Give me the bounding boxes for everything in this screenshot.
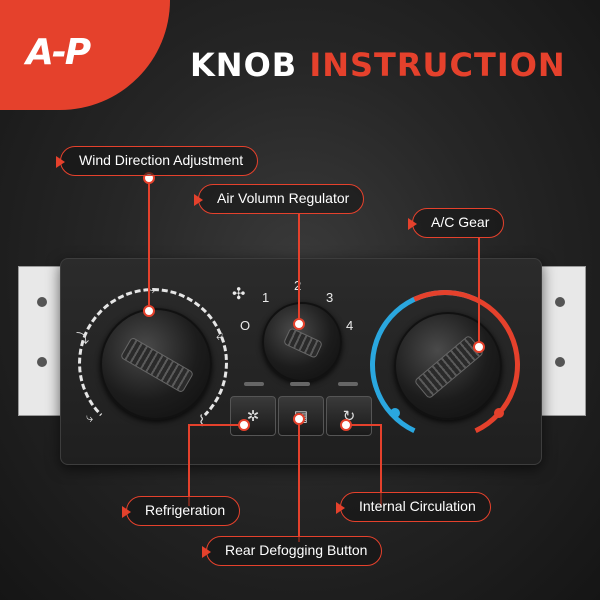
cold-indicator-dot bbox=[390, 408, 400, 418]
fan-speed-1: 1 bbox=[262, 290, 270, 305]
fan-speed-2: 2 bbox=[294, 278, 301, 293]
vent-face-floor-icon: ⤷ bbox=[86, 410, 94, 425]
title-part-instruction: INSTRUCTION bbox=[309, 46, 566, 84]
callout-arrow-icon bbox=[202, 546, 211, 558]
title-part-knob: KNOB bbox=[190, 46, 298, 84]
callout-refrigeration-label: Refrigeration bbox=[145, 502, 226, 518]
hot-indicator-dot bbox=[494, 408, 504, 418]
knob-grip bbox=[119, 336, 195, 394]
knob-grip bbox=[282, 327, 324, 359]
callout-rear-defogging-label: Rear Defogging Button bbox=[225, 542, 368, 558]
fan-icon: ✣ bbox=[232, 286, 246, 303]
air-volume-leader-vertical bbox=[298, 214, 300, 324]
mode-dial-scale bbox=[78, 288, 228, 438]
vent-defrost-floor-icon: ⤶ bbox=[216, 328, 224, 343]
brand-logo-badge: A-P bbox=[0, 0, 170, 110]
callout-wind-direction: Wind Direction Adjustment bbox=[56, 146, 259, 176]
circulation-leader-horizontal bbox=[346, 424, 382, 426]
callout-internal-circulation: Internal Circulation bbox=[336, 492, 491, 522]
callout-arrow-icon bbox=[336, 502, 345, 514]
callout-air-volume-label: Air Volumn Regulator bbox=[217, 190, 350, 206]
snowflake-sun-icon: ✲ bbox=[246, 408, 260, 425]
callout-arrow-icon bbox=[56, 156, 65, 168]
page-title: KNOB INSTRUCTION bbox=[190, 46, 566, 84]
rear-defog-led bbox=[290, 382, 310, 386]
callout-refrigeration: Refrigeration bbox=[122, 496, 241, 526]
callout-ac-gear-label: A/C Gear bbox=[431, 214, 490, 230]
wind-direction-leader-vertical bbox=[148, 178, 150, 310]
fan-speed-3: 3 bbox=[326, 290, 334, 305]
fan-speed-off: O bbox=[240, 318, 251, 333]
rear-defog-leader-vertical bbox=[298, 418, 300, 542]
circulation-pin bbox=[340, 419, 352, 431]
refrigeration-pin bbox=[238, 419, 250, 431]
circulation-leader-vertical bbox=[380, 424, 382, 506]
ac-gear-pin bbox=[473, 341, 485, 353]
refrigeration-leader-horizontal bbox=[188, 424, 244, 426]
vent-face-icon: ⤳ bbox=[145, 282, 156, 297]
ac-gear-leader-vertical bbox=[478, 238, 480, 346]
callout-internal-circulation-label: Internal Circulation bbox=[359, 498, 476, 514]
brand-logo-text: A-P bbox=[26, 32, 91, 73]
refrigeration-leader-vertical bbox=[188, 424, 190, 506]
callout-arrow-icon bbox=[194, 194, 203, 206]
recirculation-led bbox=[338, 382, 358, 386]
air-volume-knob[interactable] bbox=[262, 302, 342, 382]
ac-temperature-knob[interactable] bbox=[394, 312, 502, 420]
left-mounting-bracket bbox=[18, 266, 68, 416]
callout-air-volume: Air Volumn Regulator bbox=[194, 184, 365, 214]
refrigeration-button[interactable]: ✲ bbox=[230, 396, 276, 436]
callout-ac-gear: A/C Gear bbox=[408, 208, 505, 238]
callout-arrow-icon bbox=[408, 218, 417, 230]
wind-direction-knob[interactable] bbox=[100, 308, 212, 420]
right-mounting-bracket bbox=[536, 266, 586, 416]
callout-wind-direction-label: Wind Direction Adjustment bbox=[79, 152, 244, 168]
air-volume-pin bbox=[293, 318, 305, 330]
refrigeration-led bbox=[244, 382, 264, 386]
callout-arrow-icon bbox=[122, 506, 131, 518]
fan-speed-4: 4 bbox=[346, 318, 354, 333]
wind-direction-pin bbox=[143, 305, 155, 317]
rear-defog-pin bbox=[293, 413, 305, 425]
callout-rear-defogging: Rear Defogging Button bbox=[202, 536, 383, 566]
front-defrost-icon: ⌇ bbox=[198, 413, 206, 430]
vent-floor-icon: ⤵ bbox=[76, 331, 90, 346]
